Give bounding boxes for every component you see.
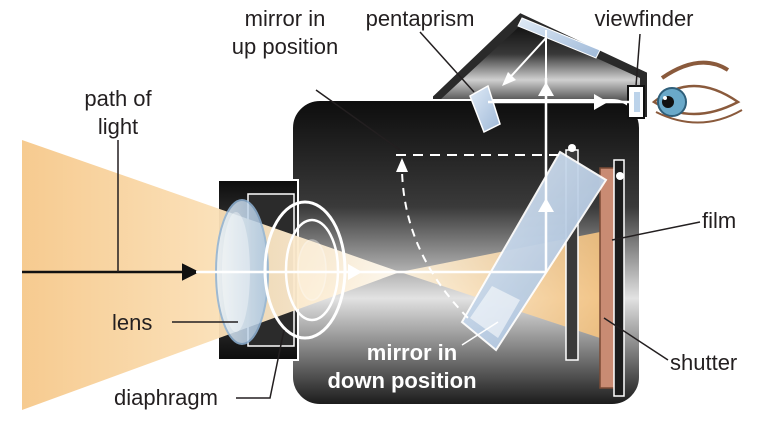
leader-film [611,221,701,241]
eye-icon [651,60,743,124]
label-mirror-up-line2: up position [232,34,338,59]
label-lens: lens [112,310,152,335]
leader-diaphragm [236,329,285,399]
leader-shutter [603,317,669,361]
label-path-of-light-line2: light [98,114,138,139]
label-path-of-light-line1: path of [84,86,152,111]
diaphragm-ring [263,200,347,340]
label-mirror-up-line1: mirror in [245,6,326,31]
label-shutter: shutter [670,350,737,375]
pentaprism-element [469,84,501,134]
label-mirror-down-line1: mirror in [367,340,457,365]
label-diaphragm: diaphragm [114,385,218,410]
label-mirror-down-line2: down position [327,368,476,393]
label-viewfinder: viewfinder [594,6,693,31]
pentaprism-top-mirror [517,17,601,59]
mirror-swing-path [400,159,471,321]
label-film: film [702,208,736,233]
label-pentaprism: pentaprism [366,6,475,31]
leader-mirror-up [315,89,401,151]
incoming-light-beam [22,140,400,410]
leader-pentaprism [419,31,475,93]
leader-mirror-down [461,321,499,346]
leader-viewfinder [635,33,641,87]
